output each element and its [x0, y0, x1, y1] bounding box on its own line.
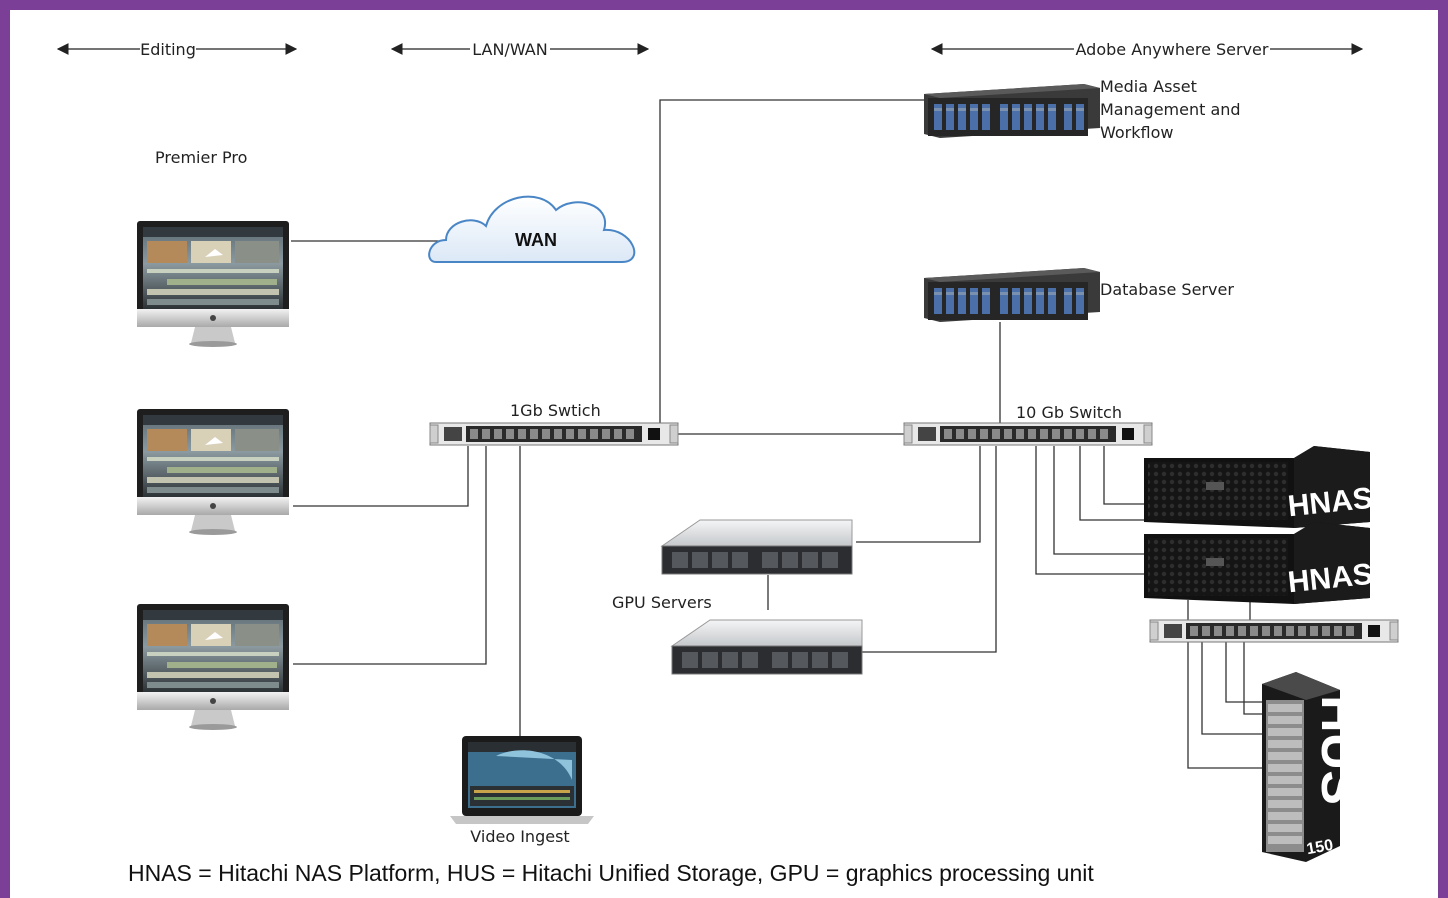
section-adobe-label: Adobe Anywhere Server [1076, 40, 1269, 59]
switch-10gb-icon [903, 422, 1153, 446]
wan-cloud-icon: WAN [428, 195, 636, 263]
media-asset-label-line-3: Workflow [1100, 123, 1173, 142]
media-asset-label-line-2: Management and [1100, 100, 1241, 119]
wan-label: WAN [515, 230, 557, 250]
section-editing: Editing [56, 40, 298, 59]
storage-switch-icon [1149, 619, 1399, 643]
hus-storage-icon: HUS 150 [1262, 672, 1368, 862]
media-asset-label-line-1: Media Asset [1100, 77, 1197, 96]
video-ingest-laptop-icon [450, 736, 594, 824]
connections [291, 99, 1262, 769]
media-asset-label: Media Asset Management and Workflow [1100, 77, 1246, 142]
video-ingest-label: Video Ingest [470, 827, 569, 846]
gpu-servers-label: GPU Servers [612, 593, 712, 612]
switch-1gb-icon [429, 422, 679, 446]
gpu-server-1-icon [661, 519, 853, 575]
switch-10gb-label: 10 Gb Switch [1016, 403, 1122, 422]
footer-legend: HNAS = Hitachi NAS Platform, HUS = Hitac… [128, 860, 1094, 886]
imac-workstation-2 [137, 409, 289, 535]
imac-workstation-3 [137, 604, 289, 730]
section-lanwan-label: LAN/WAN [472, 40, 547, 59]
imac-workstation-1 [137, 221, 289, 347]
media-asset-server-icon [924, 84, 1100, 138]
switch-1gb-label: 1Gb Swtich [510, 401, 601, 420]
section-lanwan: LAN/WAN [390, 40, 650, 59]
database-server-icon [924, 268, 1100, 322]
section-editing-label: Editing [140, 40, 196, 59]
gpu-server-2-icon [671, 619, 863, 675]
section-adobe: Adobe Anywhere Server [930, 40, 1364, 59]
hnas-unit-2: HNAS [1144, 522, 1374, 604]
hus-label: HUS [1310, 695, 1368, 805]
hus-model-label: 150 [1305, 837, 1334, 858]
premier-pro-label: Premier Pro [155, 148, 247, 167]
database-server-label: Database Server [1100, 280, 1234, 299]
hnas-unit-1: HNAS [1144, 446, 1374, 528]
